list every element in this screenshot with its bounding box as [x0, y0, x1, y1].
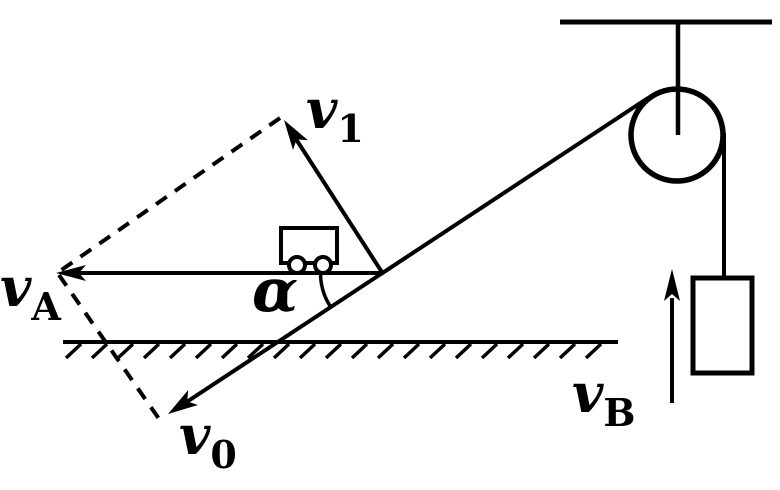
label-vB: vB	[572, 366, 636, 432]
label-v1-subscript: 1	[337, 106, 364, 151]
hanging-block	[690, 275, 755, 376]
label-vA-base: v	[0, 255, 32, 319]
label-v0-subscript: 0	[210, 432, 237, 477]
label-vB-base: v	[572, 361, 604, 425]
label-alpha: α	[252, 261, 298, 321]
cart-wheel-right	[313, 255, 333, 275]
dashed-parallelogram-lower-side	[57, 273, 166, 428]
label-alpha-text: α	[252, 256, 299, 326]
v1-arrow-shaft	[292, 134, 385, 275]
label-vA: vA	[0, 260, 61, 326]
vA-arrowhead	[56, 265, 86, 281]
v0-arrowhead	[168, 390, 198, 414]
ground-hatching	[64, 342, 603, 360]
v1-arrowhead	[284, 120, 308, 150]
label-v1: v1	[306, 82, 364, 148]
label-vB-subscript: B	[603, 390, 636, 435]
dashed-parallelogram-upper-side	[58, 116, 282, 273]
label-v0-base: v	[179, 403, 211, 467]
cart-wheel-left	[287, 255, 307, 275]
vB-arrowhead	[664, 269, 680, 301]
rope-incline-segment	[174, 96, 650, 411]
angle-arc	[318, 272, 333, 308]
label-vA-subscript: A	[31, 284, 61, 329]
label-v1-base: v	[306, 77, 338, 141]
label-v0: v0	[179, 408, 237, 474]
